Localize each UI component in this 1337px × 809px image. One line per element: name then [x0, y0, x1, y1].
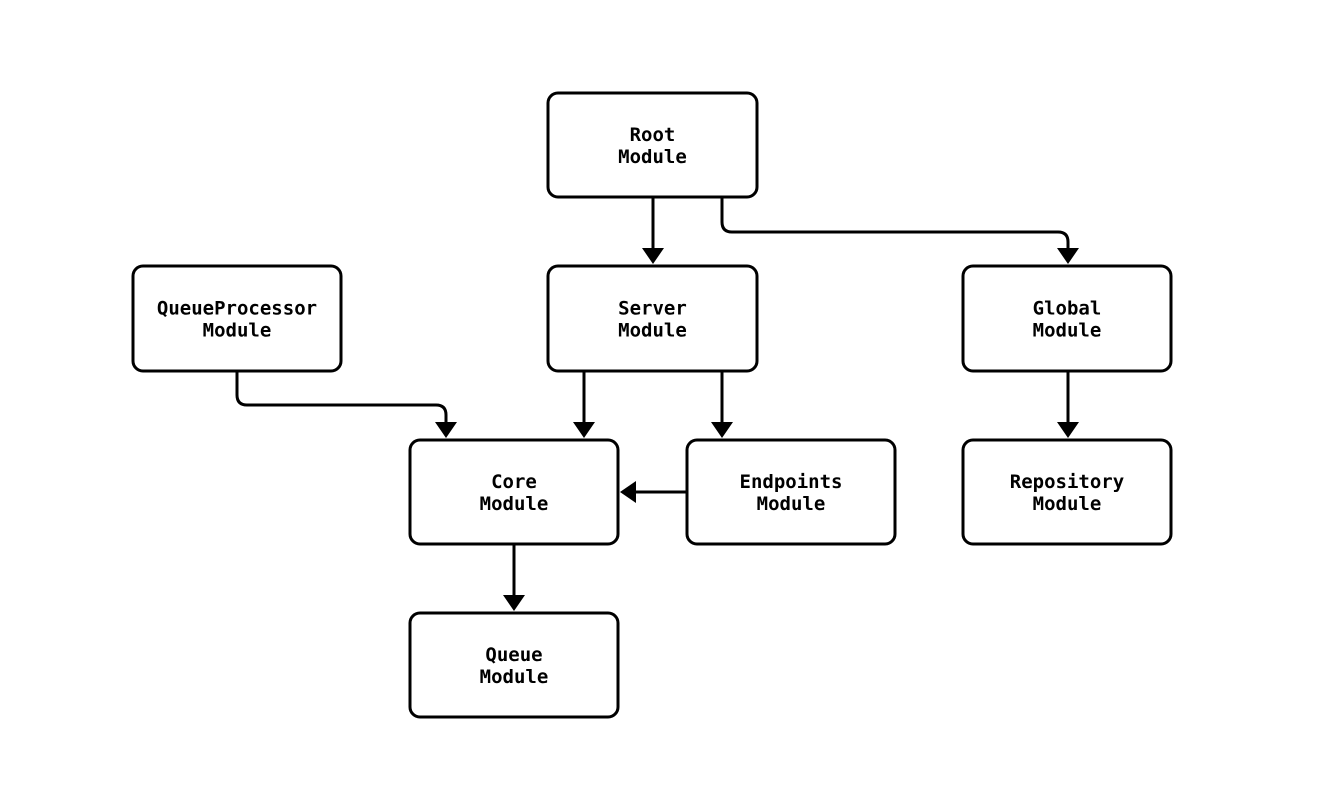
- node-box-repository: [961, 438, 1173, 546]
- node-box-core: [408, 438, 620, 546]
- node-box-queue: [408, 611, 620, 719]
- edge-queueprocessor-to-core: [235, 372, 457, 438]
- edges-layer: [235, 197, 1079, 611]
- edge-root-to-global: [720, 197, 1079, 264]
- node-box-root: [546, 91, 759, 199]
- node-box-global: [961, 264, 1173, 373]
- node-box-endpoints: [685, 438, 897, 546]
- node-box-server: [546, 264, 759, 373]
- node-box-queueprocessor: [131, 264, 343, 373]
